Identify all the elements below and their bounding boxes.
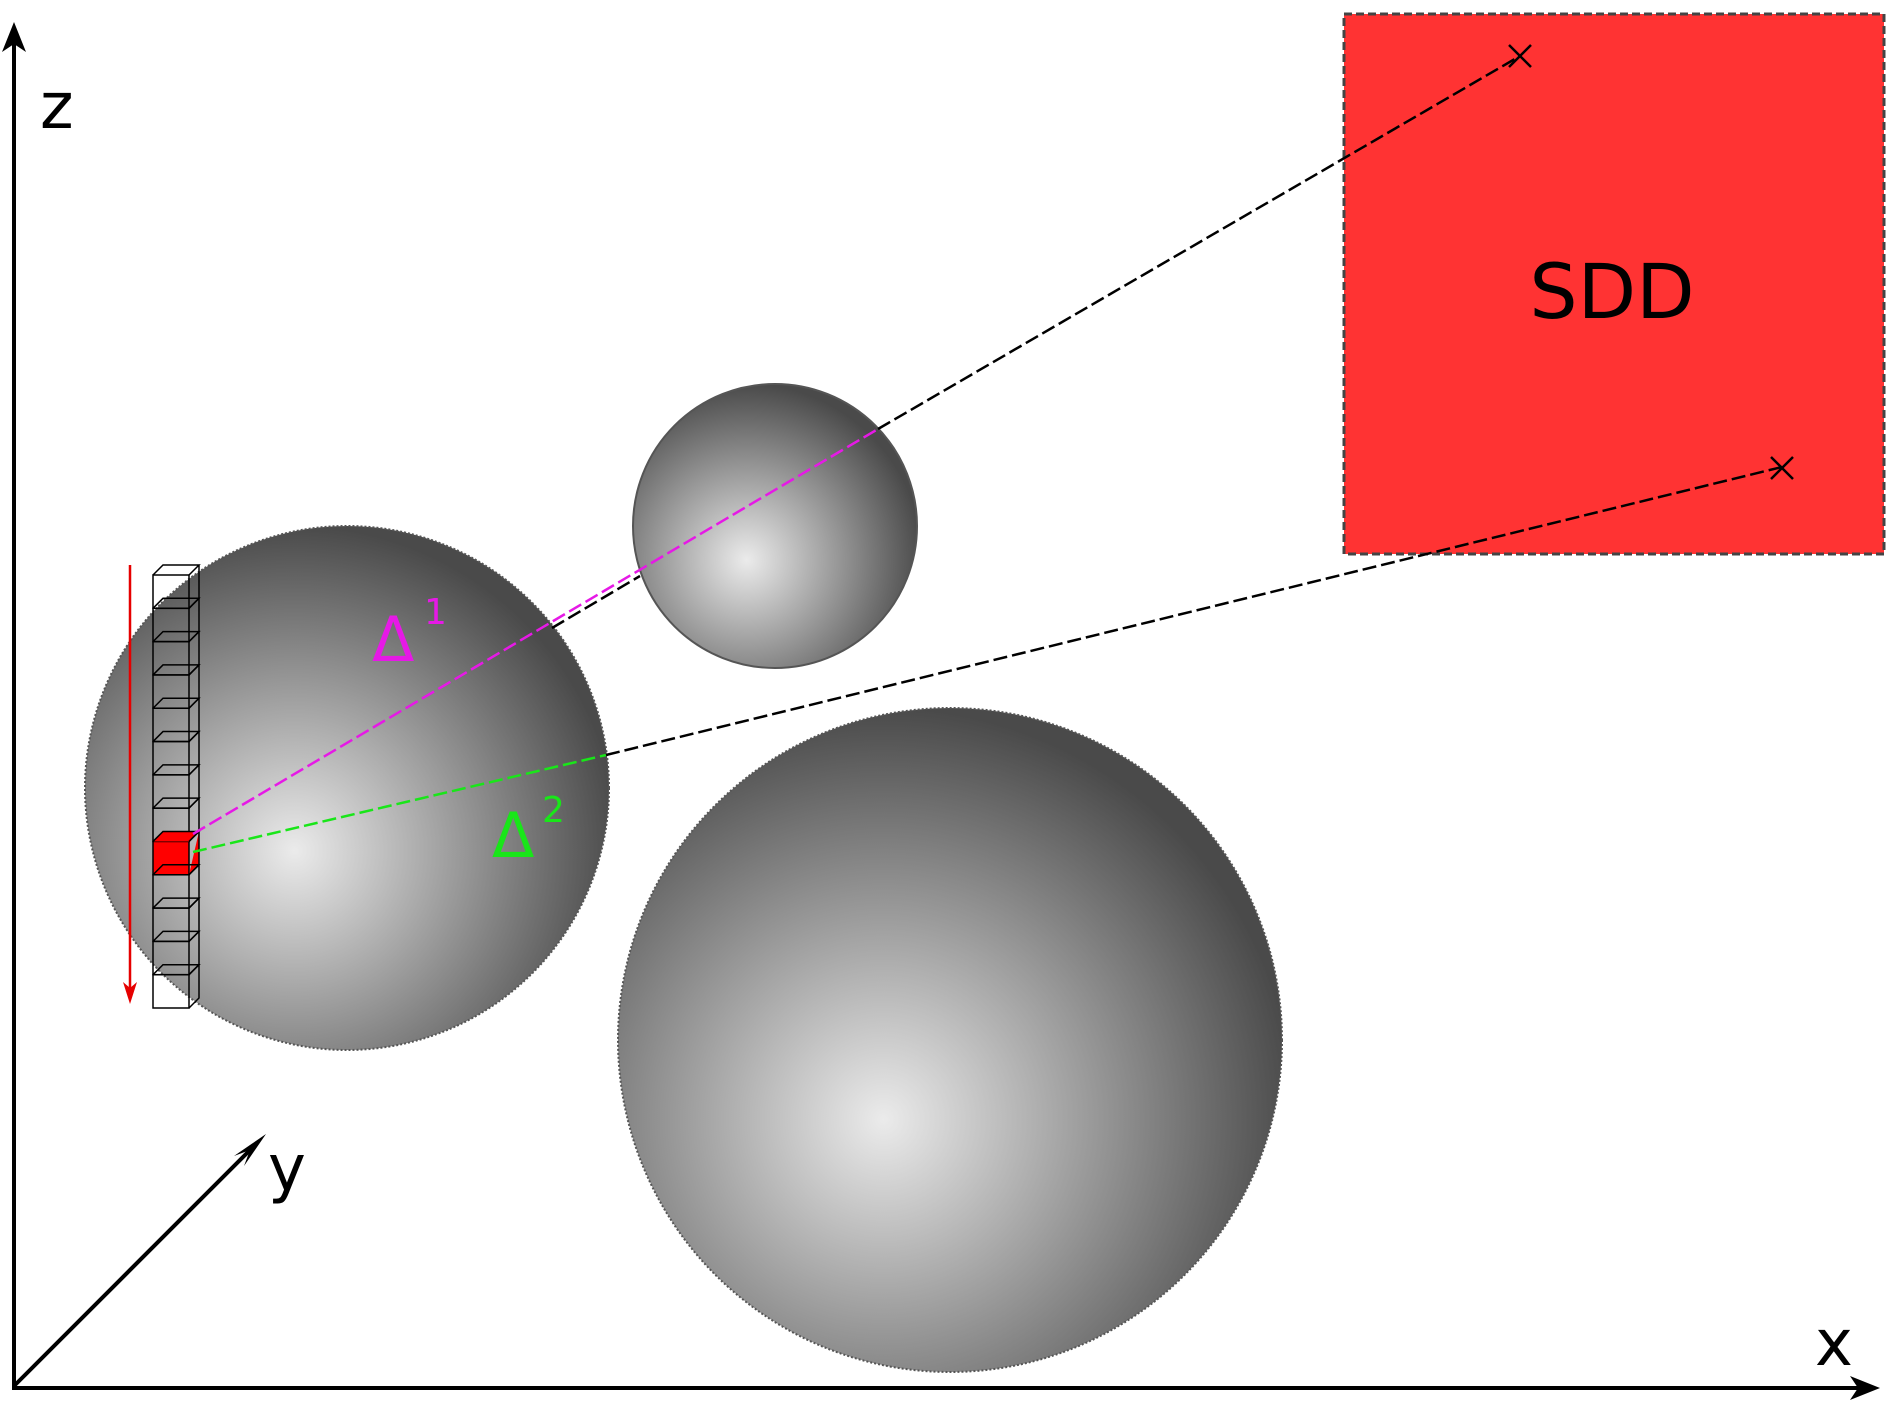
x-axis-label: x xyxy=(1815,1307,1853,1381)
sdd-label: SDD xyxy=(1529,247,1694,336)
scan-arrow-head xyxy=(123,982,137,1004)
sphere-top xyxy=(632,383,918,669)
voxel-depth-edges xyxy=(152,963,201,1009)
delta-1-label: Δ 1 xyxy=(372,592,447,676)
sdd-detector: SDD xyxy=(1342,12,1886,556)
ray-1-outside-segment xyxy=(877,54,1521,431)
ray-2-target-cross-icon xyxy=(1770,456,1794,480)
spheres xyxy=(84,383,1283,1373)
voxel-column xyxy=(152,564,201,1009)
delta-1-index: 1 xyxy=(424,592,447,633)
sdd-detector-box xyxy=(1342,12,1886,556)
delta-2-index: 2 xyxy=(542,790,565,831)
sphere-bottom xyxy=(617,707,1283,1373)
ray-1 xyxy=(192,44,1532,836)
y-axis-label: y xyxy=(268,1132,306,1206)
ray-2-inside-segment xyxy=(192,753,607,854)
delta-1-symbol: Δ xyxy=(372,603,414,676)
voxel-front-face xyxy=(152,973,190,1009)
scan-direction-arrow xyxy=(123,565,137,1004)
ray-1-outside-gap-mark xyxy=(551,574,641,630)
delta-2-label: Δ 2 xyxy=(492,790,565,872)
ray-2-outside-segment xyxy=(605,465,1783,757)
y-axis-line xyxy=(12,1144,256,1388)
ray-2 xyxy=(192,456,1794,854)
y-axis-arrowhead xyxy=(234,1134,266,1166)
axes: z y x xyxy=(2,22,1880,1400)
z-axis-label: z xyxy=(40,70,74,144)
x-axis-arrowhead xyxy=(1850,1376,1880,1400)
sphere-left xyxy=(84,525,610,1051)
delta-2-symbol: Δ xyxy=(492,799,534,872)
voxel xyxy=(152,963,201,1009)
z-axis-arrowhead xyxy=(2,22,26,52)
ray-1-target-cross-icon xyxy=(1508,44,1532,68)
